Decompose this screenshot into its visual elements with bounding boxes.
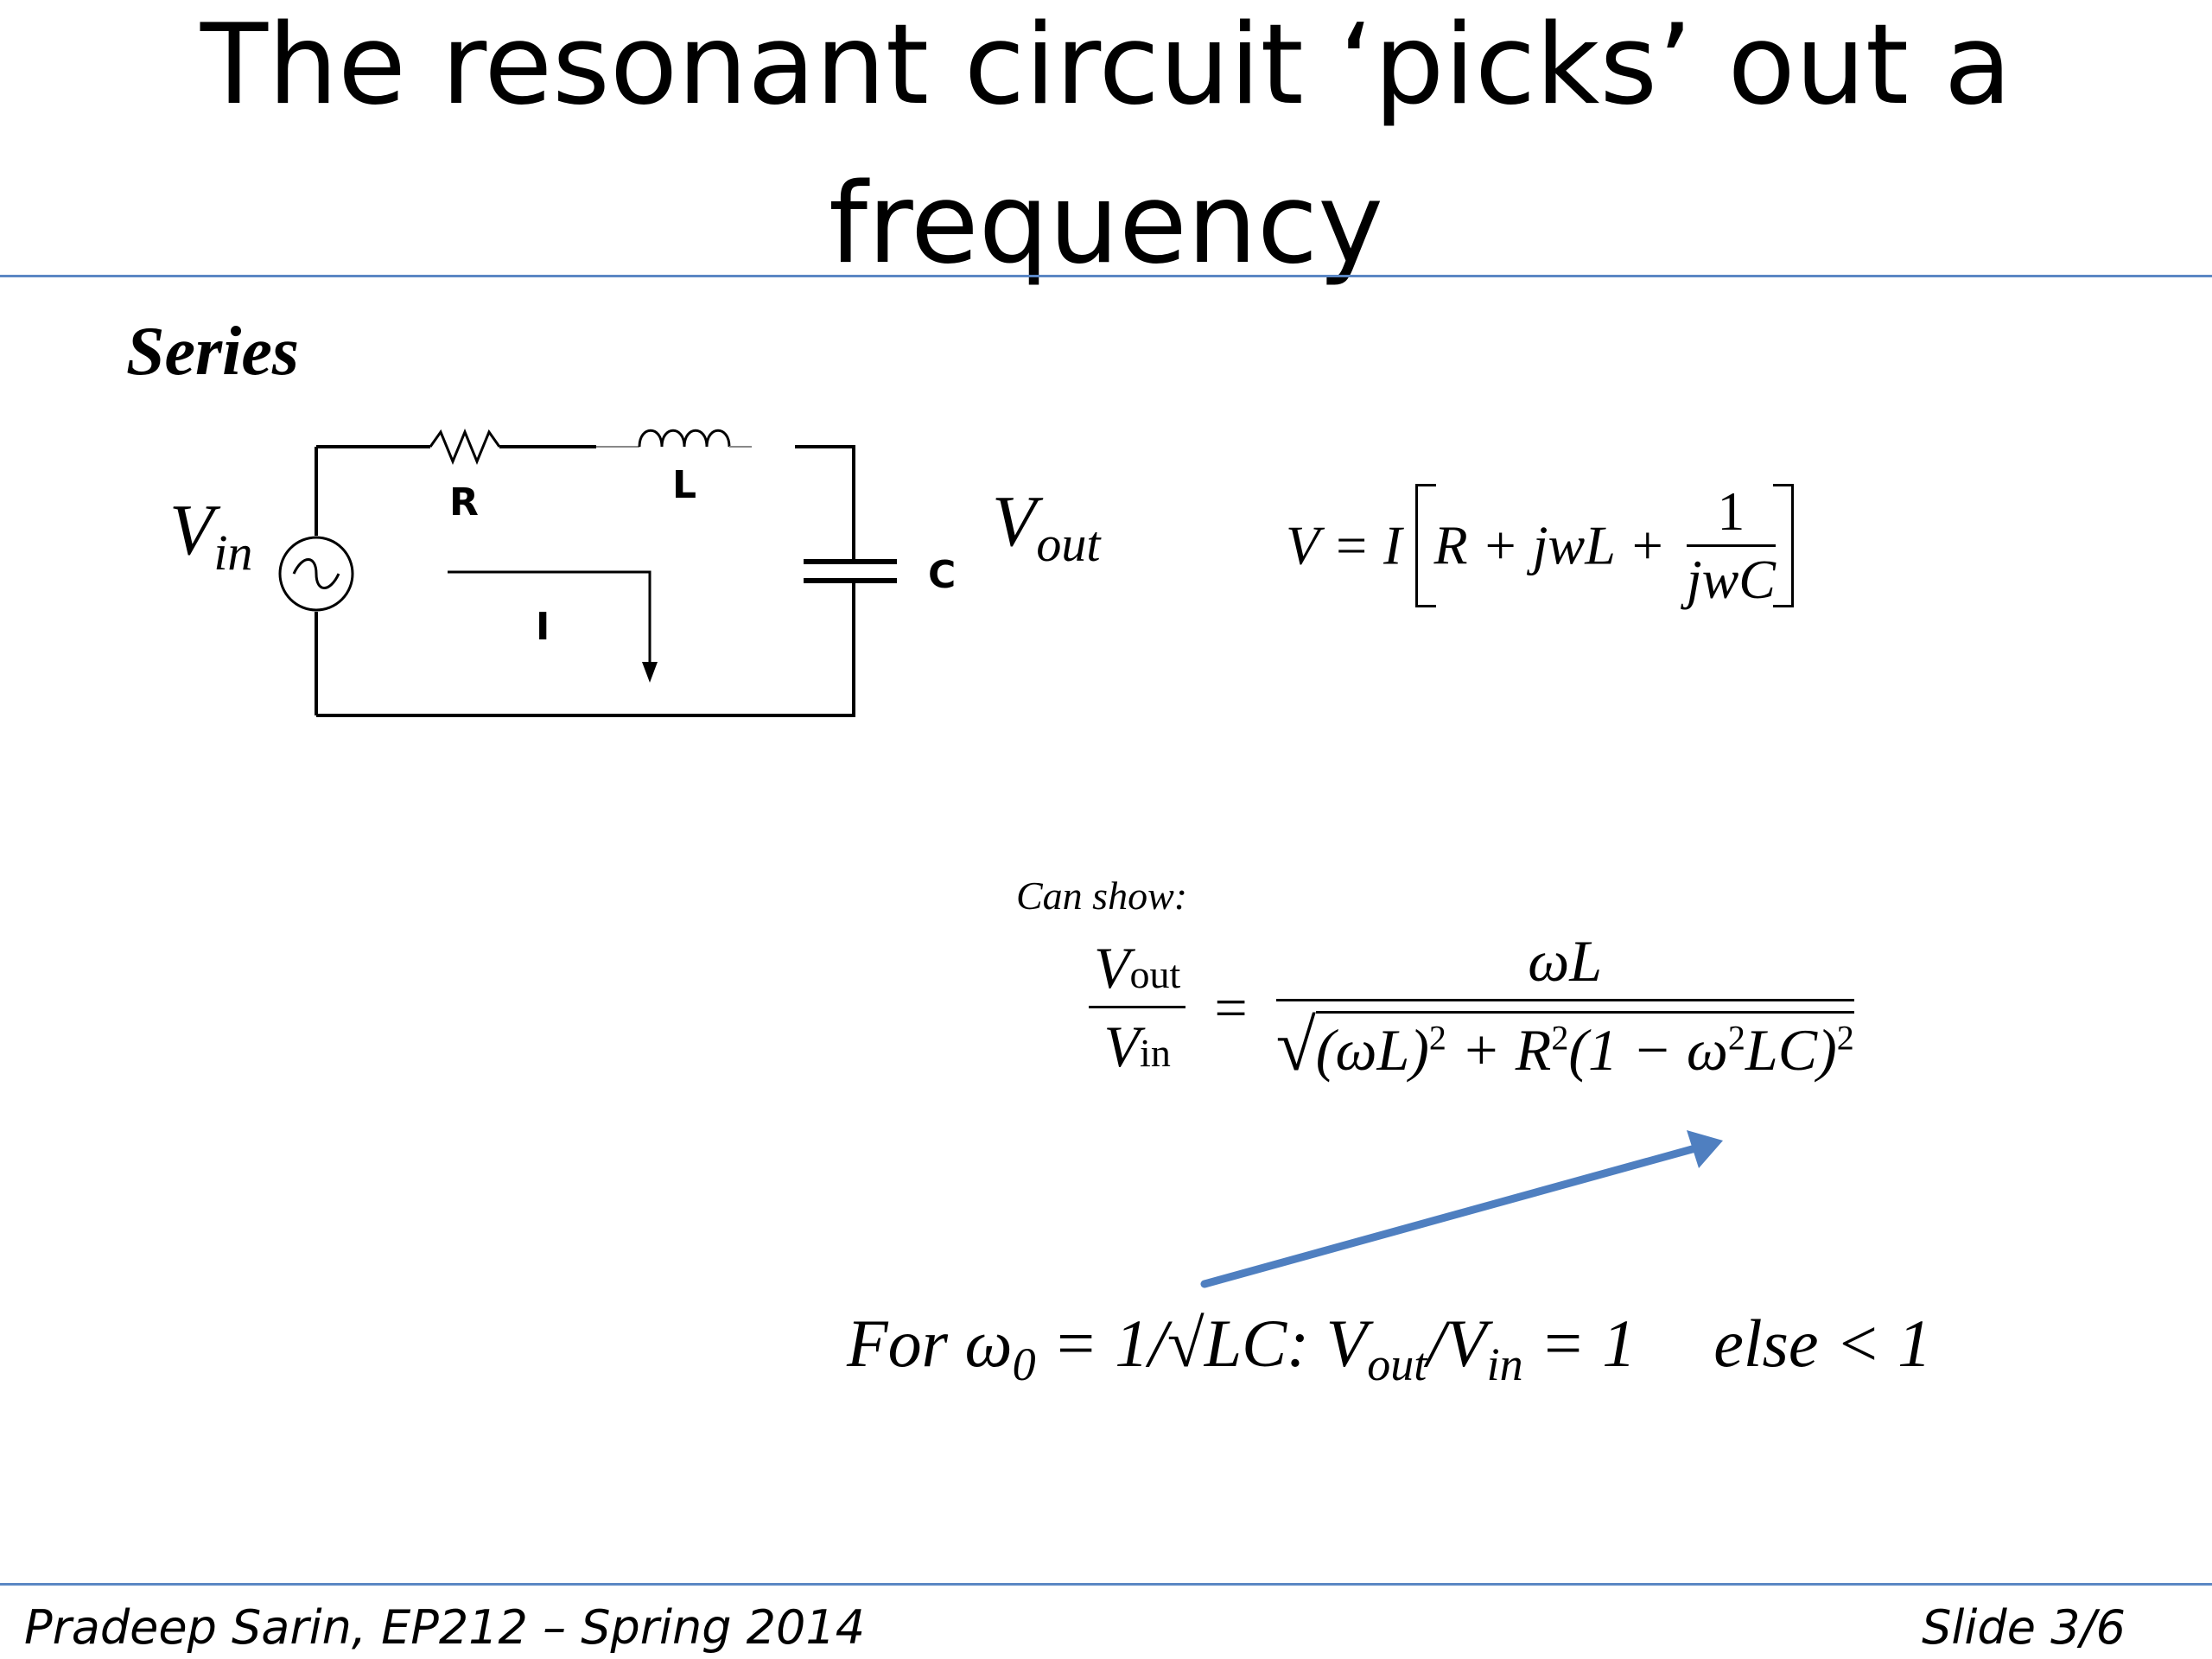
current-label: I [536,605,550,649]
slide-number: Slide 3/6 [1922,1600,2126,1655]
annotation-arrow [1200,1130,1723,1288]
resistor-label: R [449,480,479,524]
vin-label: Vin [169,490,253,581]
impedance-equation: V = I R + jwL + 1 jwC [1286,484,1794,607]
slide-title-line-1: The resonant circuit ‘picks’ out a [200,1,2012,130]
wire-bottom [316,605,855,717]
footer-divider [0,1583,2212,1586]
current-arrowhead-icon [642,662,658,683]
inductor [638,429,731,448]
capacitor-label: C [928,553,957,597]
vout-label: Vout [992,481,1101,572]
transfer-function-equation: Vout Vin = ωL √(ωL)2 + R2(1 − ω2LC)2 [1089,931,1854,1083]
current-arrow [448,570,652,664]
title-divider [0,275,2212,277]
resistor [429,429,501,465]
wire-top-right [795,445,855,560]
ac-source-icon [278,536,354,612]
footer-author: Pradeep Sarin, EP212 – Spring 2014 [24,1600,866,1655]
slide-title-line-2: frequency [829,160,1383,289]
series-rlc-circuit [278,429,897,717]
arrowhead-icon [1687,1130,1723,1168]
section-heading: Series [126,314,299,390]
can-show-label: Can show: [1016,874,1188,918]
inductor-label: L [672,463,697,507]
